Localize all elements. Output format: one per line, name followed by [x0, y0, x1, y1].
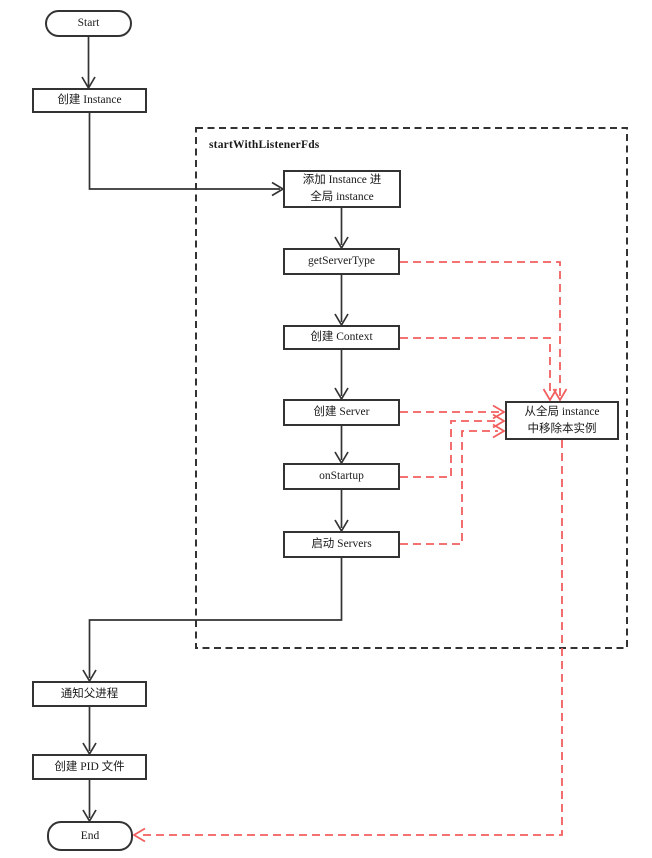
- node-start-servers: 启动 Servers: [283, 531, 400, 558]
- edge-remove-instance-end: [139, 440, 563, 836]
- arrowhead-right-red: [492, 413, 506, 429]
- node-get-server-type: getServerType: [283, 248, 400, 275]
- node-end: End: [47, 821, 133, 851]
- edge-start-servers-notify-parent: [88, 558, 343, 678]
- group-boundary: [195, 127, 628, 649]
- node-notify-parent: 通知父进程: [32, 681, 147, 707]
- node-create-context: 创建 Context: [283, 325, 400, 350]
- arrowhead-down-red: [552, 388, 568, 402]
- group-label: startWithListenerFds: [209, 139, 320, 151]
- node-remove-instance: 从全局 instance 中移除本实例: [505, 401, 619, 440]
- node-add-instance: 添加 Instance 进 全局 instance: [283, 170, 401, 208]
- edge-create-context-remove-instance: [400, 337, 551, 396]
- arrowhead-down-red: [542, 388, 558, 402]
- edge-create-instance-add-instance: [88, 113, 280, 190]
- solid-edges: [81, 37, 349, 823]
- arrowhead-left-red: [132, 827, 146, 843]
- edge-on-startup-remove-instance: [400, 420, 498, 478]
- node-create-pid: 创建 PID 文件: [32, 754, 147, 780]
- edge-start-servers-remove-instance: [400, 430, 498, 545]
- node-create-instance: 创建 Instance: [32, 88, 147, 113]
- node-create-server: 创建 Server: [283, 399, 400, 426]
- error-edges: [132, 261, 568, 843]
- node-on-startup: onStartup: [283, 463, 400, 490]
- edge-get-server-type-remove-instance: [400, 261, 561, 396]
- node-start: Start: [45, 10, 132, 37]
- arrowhead-right-red: [492, 423, 506, 439]
